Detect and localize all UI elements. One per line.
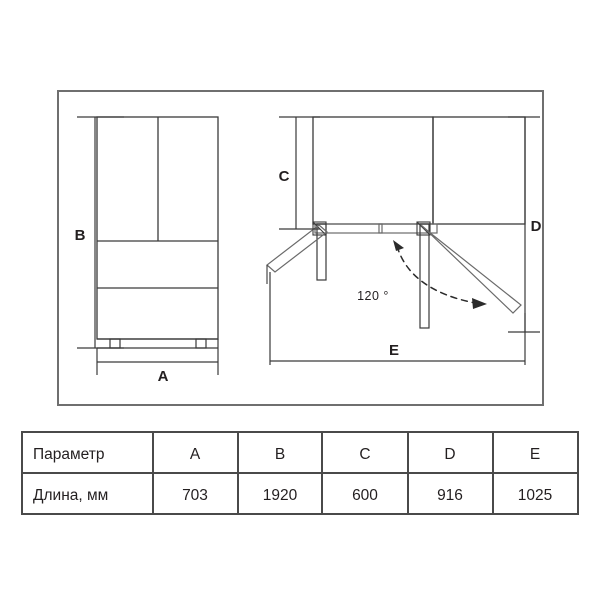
door-swing-left-open [266,224,328,284]
hinge-right-pivot-mark [416,221,431,236]
top-plan-view: 120 ° C D E [266,116,542,365]
door-panel-left-open [266,224,328,273]
dimension-label-c: C [279,168,290,185]
door-handle-left [316,223,327,281]
foot-left [109,338,121,349]
door-angle-annotation: 120 ° [357,240,487,309]
drawing-frame-border [57,90,544,406]
dimension-label-a: A [158,368,169,385]
hinge-right [416,221,431,236]
table-cell-c-value: 600 [352,487,378,504]
dimension-label-e: E [389,342,399,359]
plan-door-leaf-right-closed [378,223,438,234]
angle-arc-dashed [396,245,476,304]
table-cell-a-value: 703 [182,487,208,504]
angle-label-120: 120 ° [357,289,389,303]
dimensions-table: Параметр A B C D E Длина, мм 703 1920 60… [21,431,579,515]
table-header-b: B [275,446,285,463]
door-panel-right-open [420,224,522,314]
table-row-label: Длина, мм [33,487,108,504]
table-header-parameter: Параметр [33,446,104,463]
door-handle-right [419,223,430,329]
table-cell-b-value: 1920 [263,487,298,504]
table-header-d: D [444,446,455,463]
dimension-label-d: D [531,218,542,235]
table-cell-d-value: 916 [437,487,463,504]
dimension-label-b: B [75,227,86,244]
plan-door-leaf-left-closed [314,223,383,234]
table-header-e: E [530,446,540,463]
table-header-a: A [190,446,201,463]
angle-arrowhead-start [393,240,404,251]
table-cell-e-value: 1025 [518,487,552,504]
plan-cabinet-right-outline [432,116,526,225]
angle-arrowhead-end [472,298,487,309]
foot-right [195,338,207,349]
front-elevation-view: B A [75,116,219,385]
door-swing-right-open [420,224,522,314]
table-header-c: C [359,446,370,463]
plan-cabinet-left-outline [312,116,434,225]
